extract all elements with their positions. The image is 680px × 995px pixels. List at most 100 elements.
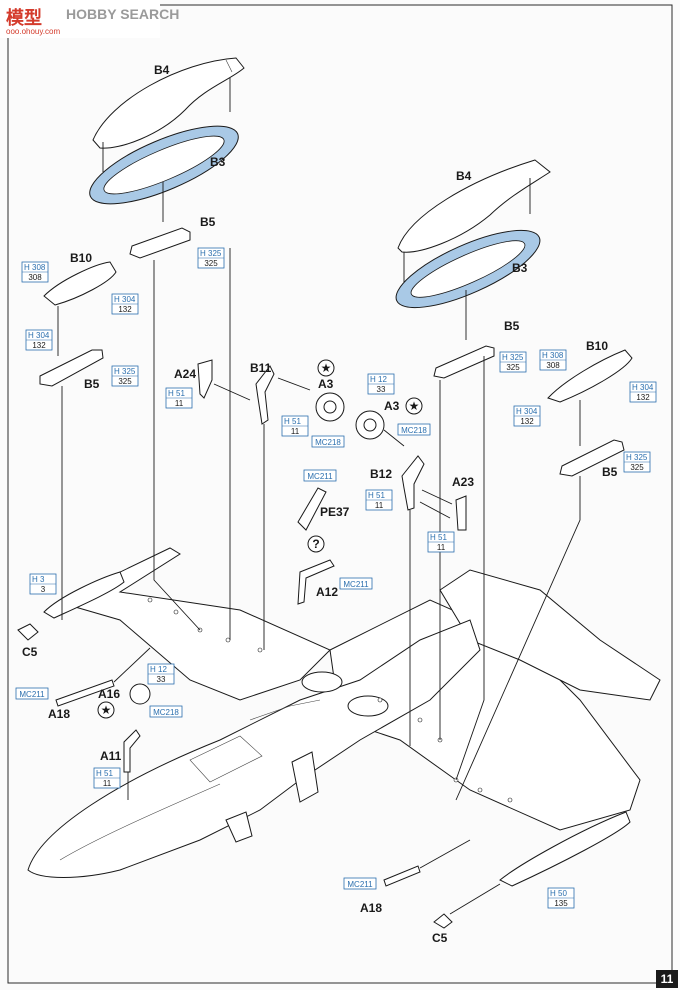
label-a18-bottom: A18 [360,901,382,915]
label-pe37: PE37 [320,505,350,519]
right-tip-tank-group [395,159,551,379]
left-wingtip-tank [43,571,125,619]
watermark-brand-cjk: 模型 [6,7,42,28]
strut-b12 [401,455,425,511]
pylon-b5-right-lower [559,439,625,477]
color-code-label: H 304 [28,331,50,340]
tank-b10-left [43,261,117,306]
label-a11: A11 [100,749,122,763]
color-code-ref: 132 [520,417,534,426]
mc-code-box: MC218 [397,423,431,436]
tank-b4-right [397,159,551,253]
color-code-label: H 51 [168,389,185,398]
page-frame [7,4,673,984]
strut-b11 [255,365,275,425]
color-code-label: H 325 [502,353,524,362]
label-a12: A12 [316,585,338,599]
color-code-ref: 11 [103,779,112,788]
intake-left [301,671,343,693]
color-code-ref: 132 [32,341,46,350]
pylon-b5-left-lower [39,349,104,387]
label-b11: B11 [250,361,272,375]
color-code-label: H 51 [430,533,447,542]
part-labels: B4 B3 B5 B10 B5 B4 B3 B5 B10 B5 A24 B11 … [22,63,618,945]
label-b3-right: B3 [512,261,528,275]
label-b10-right: B10 [586,339,608,353]
part-a18-left [55,679,115,707]
right-wingtip-tank [499,811,631,887]
door-a24 [197,359,213,399]
mc-code-label: MC211 [19,690,45,699]
lower-left-parts [17,623,501,929]
mc-code-box: MC211 [15,687,49,700]
color-code-ref: 325 [204,259,218,268]
mc-code-box: MC211 [343,877,377,890]
panel-dots [147,597,513,803]
color-code-ref: 11 [375,501,384,510]
color-code-label: H 51 [368,491,385,500]
mc-code-label: MC211 [307,472,333,481]
star-icon: ★ [101,703,112,717]
color-code-label: H 50 [550,889,567,898]
watermark-brand: HOBBY SEARCH [66,6,179,22]
label-b10-left: B10 [70,251,92,265]
page-number-box [656,970,678,988]
part-c5-left [17,623,39,641]
label-b3-left: B3 [210,155,226,169]
color-code-ref: 11 [291,427,300,436]
part-a18-bottom [383,865,421,887]
door-a23 [455,495,467,531]
main-gear-group [197,359,467,605]
label-c5-bottom: C5 [432,931,448,945]
mc-code-box: MC218 [311,435,345,448]
tank-b4-left [92,57,245,149]
color-code-ref: 325 [118,377,132,386]
label-a3-left: A3 [318,377,334,391]
page-number: 11 [661,972,674,986]
question-symbol: ? [307,535,325,553]
color-code-label: H 308 [24,263,46,272]
color-code-ref: 132 [118,305,132,314]
strut-a12 [297,559,335,605]
right-small-tank-group [547,349,633,477]
label-a18-left: A18 [48,707,70,721]
label-b5-left-lower: B5 [84,377,100,391]
mc-code-label: MC211 [347,880,373,889]
aircraft-airframe [27,547,661,887]
color-code-ref: 132 [636,393,650,402]
color-code-ref: 135 [554,899,568,908]
label-b5-left-upper: B5 [200,215,216,229]
color-code-ref: 3 [41,585,46,594]
color-code-ref: 11 [437,543,446,552]
part-c5-bottom [433,913,453,929]
pylon-b5-left-upper [129,227,191,259]
tank-b10-right [547,349,633,403]
color-code-label: H 304 [516,407,538,416]
mc-code-label: MC211 [343,580,369,589]
color-code-label: H 51 [96,769,113,778]
mc-code-label: MC218 [401,426,427,435]
color-code-ref: 308 [28,273,42,282]
label-b5-right-lower: B5 [602,465,618,479]
label-a16: A16 [98,687,120,701]
left-tip-tank-group [89,57,245,259]
color-code-label: H 308 [542,351,564,360]
star-icon: ★ [409,399,420,413]
label-b4-left: B4 [154,63,170,77]
color-code-ref: 33 [157,675,166,684]
color-code-label: H 325 [114,367,136,376]
mc-code-box: MC211 [339,577,373,590]
star-symbols: ★ ★ ★ [97,359,423,719]
color-code-label: H 12 [150,665,167,674]
